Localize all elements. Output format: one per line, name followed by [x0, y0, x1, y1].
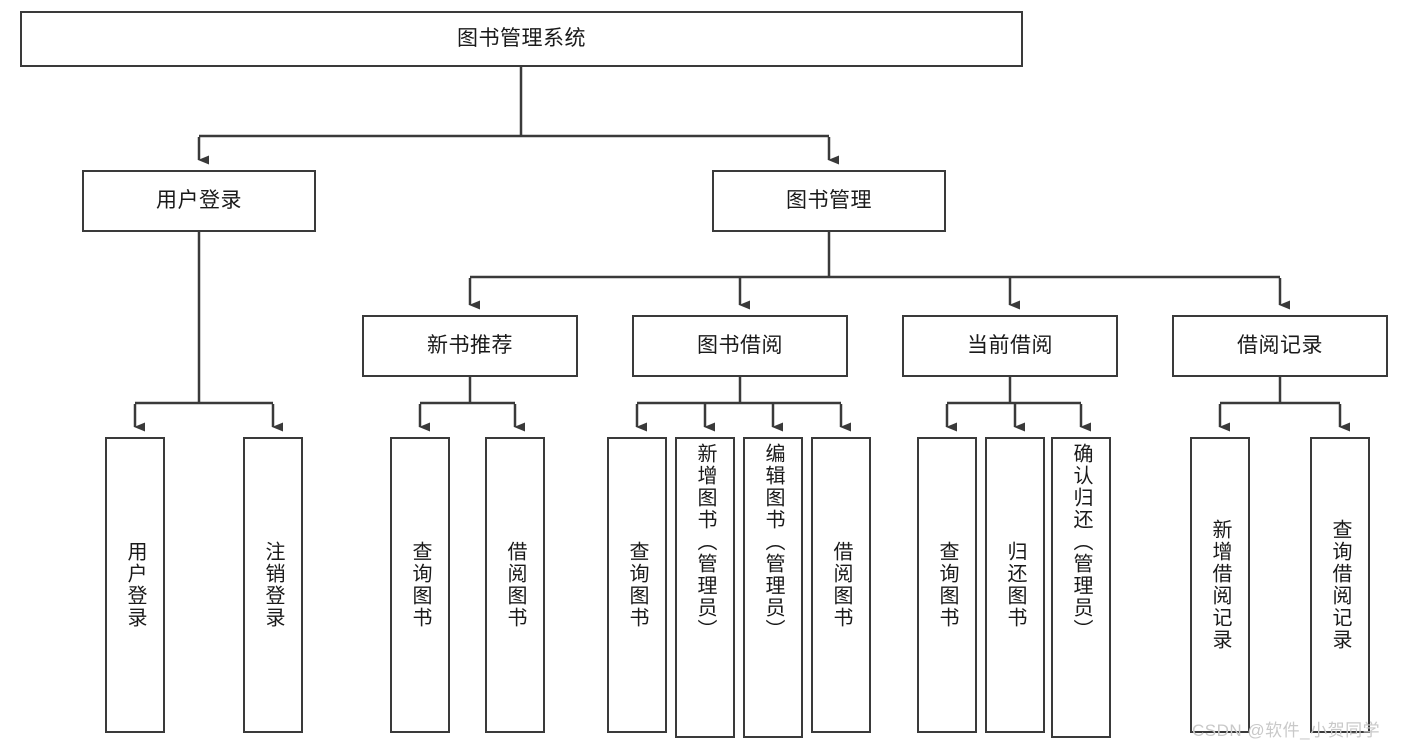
leaf-label: 新增借阅记录: [1209, 519, 1231, 651]
leaf-label: 查询图书: [626, 541, 648, 629]
node-label: 用户登录: [156, 188, 242, 212]
edges-root-to-level2: [197, 67, 839, 165]
leaf-label: 借阅图书: [504, 541, 526, 629]
node-label: 当前借阅: [967, 333, 1053, 357]
leaf-query-book-recommend[interactable]: 查询图书: [390, 437, 450, 733]
edges-borrowrecord-to-leaves: [1218, 377, 1350, 432]
leaf-add-borrow-record[interactable]: 新增借阅记录: [1190, 437, 1250, 733]
node-book-manage[interactable]: 图书管理: [712, 170, 946, 232]
node-root-system[interactable]: 图书管理系统: [20, 11, 1023, 67]
leaf-query-book-borrow[interactable]: 查询图书: [607, 437, 667, 733]
leaf-label: 用户登录: [124, 541, 146, 629]
leaf-label: 注销登录: [262, 541, 284, 629]
leaf-return-book[interactable]: 归还图书: [985, 437, 1045, 733]
node-label: 借阅记录: [1237, 333, 1323, 357]
leaf-add-book-admin[interactable]: 新增图书（管理员）: [675, 437, 735, 738]
node-new-book-recommend[interactable]: 新书推荐: [362, 315, 578, 377]
leaf-user-logout[interactable]: 注销登录: [243, 437, 303, 733]
leaf-borrow-book-recommend[interactable]: 借阅图书: [485, 437, 545, 733]
leaf-user-login[interactable]: 用户登录: [105, 437, 165, 733]
edges-currentborrow-to-leaves: [945, 377, 1091, 432]
leaf-edit-book-admin[interactable]: 编辑图书（管理员）: [743, 437, 803, 738]
node-label: 图书管理系统: [457, 26, 586, 50]
leaf-label: 确认归还（管理员）: [1070, 443, 1092, 641]
node-label: 图书管理: [786, 188, 872, 212]
node-book-borrow[interactable]: 图书借阅: [632, 315, 848, 377]
node-borrow-record[interactable]: 借阅记录: [1172, 315, 1388, 377]
leaf-label: 借阅图书: [830, 541, 852, 629]
leaf-label: 新增图书（管理员）: [694, 443, 716, 641]
node-label: 图书借阅: [697, 333, 783, 357]
node-user-login[interactable]: 用户登录: [82, 170, 316, 232]
leaf-label: 编辑图书（管理员）: [762, 443, 784, 641]
edges-newbookrec-to-leaves: [418, 377, 525, 432]
node-label: 新书推荐: [427, 333, 513, 357]
leaf-query-borrow-record[interactable]: 查询借阅记录: [1310, 437, 1370, 733]
leaf-label: 查询借阅记录: [1329, 519, 1351, 651]
leaf-borrow-book-borrow[interactable]: 借阅图书: [811, 437, 871, 733]
edges-bookborrow-to-leaves: [635, 377, 851, 432]
leaf-confirm-return-admin[interactable]: 确认归还（管理员）: [1051, 437, 1111, 738]
leaf-label: 归还图书: [1004, 541, 1026, 629]
node-current-borrow[interactable]: 当前借阅: [902, 315, 1118, 377]
leaf-query-book-current[interactable]: 查询图书: [917, 437, 977, 733]
edges-userlogin-to-leaves: [133, 232, 283, 432]
csdn-watermark: CSDN @软件_小贺同学: [1192, 721, 1381, 740]
leaf-label: 查询图书: [409, 541, 431, 629]
edges-bookmanage-to-level3: [468, 232, 1290, 310]
leaf-label: 查询图书: [936, 541, 958, 629]
